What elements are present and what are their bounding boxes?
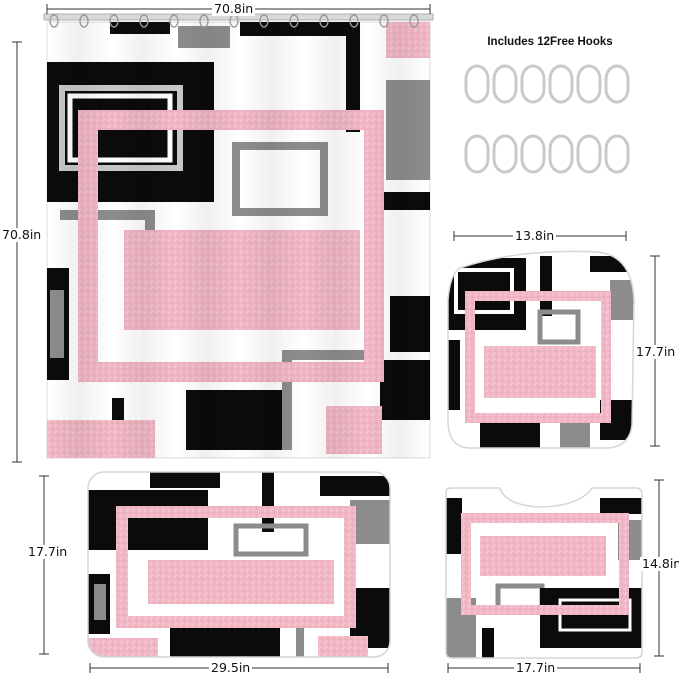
lid-height-label: 17.7in xyxy=(634,344,678,359)
curtain-width-label: 70.8in xyxy=(212,1,256,16)
rug-height-label: 17.7in xyxy=(26,544,70,559)
contour-height-label: 14.8in xyxy=(640,557,679,571)
hook-rings xyxy=(464,64,630,174)
contour-width-label: 17.7in xyxy=(514,660,558,675)
hooks-title: Includes 12Free Hooks xyxy=(487,36,613,48)
contour-mat xyxy=(445,487,643,659)
lid-width-label: 13.8in xyxy=(513,228,557,243)
curtain-height-label: 70.8in xyxy=(0,227,44,242)
dim-line-rug-height xyxy=(39,475,49,655)
bath-rug xyxy=(87,471,391,658)
shower-curtain xyxy=(46,21,431,459)
lid-cover xyxy=(447,250,635,449)
dim-line-curtain-height xyxy=(12,41,22,463)
rug-width-label: 29.5in xyxy=(209,660,253,675)
